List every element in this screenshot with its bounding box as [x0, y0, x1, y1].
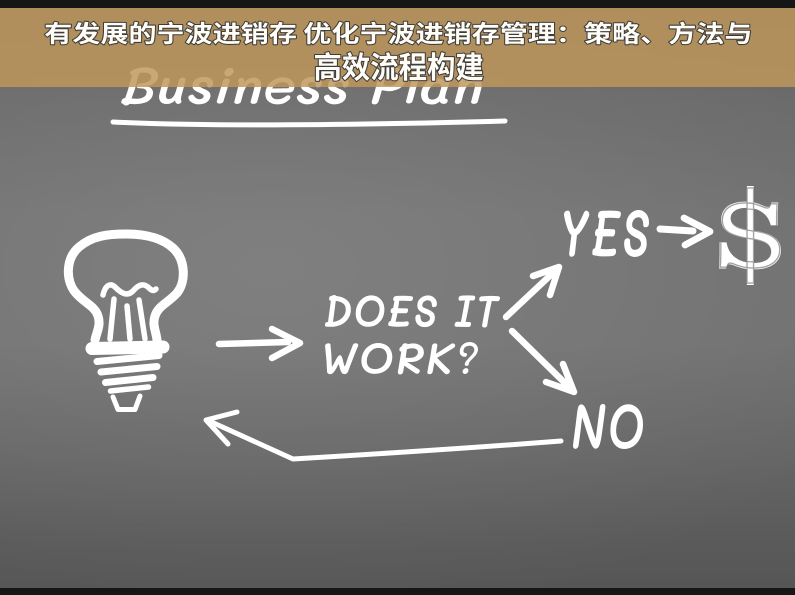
arrow-no-to-idea	[203, 409, 564, 462]
lightbulb-icon	[63, 229, 188, 412]
no-text	[572, 404, 643, 449]
bulb-filament-squiggle	[100, 282, 159, 298]
heading-underline	[110, 118, 508, 128]
arrow-shaft	[508, 327, 574, 392]
arrow-head	[529, 263, 563, 299]
arrow-shaft	[502, 266, 560, 321]
dollar-glyph	[719, 186, 781, 285]
arrow-shaft	[204, 417, 564, 462]
bulb-thread	[93, 352, 163, 365]
bulb-thread	[107, 384, 152, 394]
sketch-labels	[325, 210, 649, 449]
arrow-idea-to-question	[215, 325, 304, 362]
bulb-collar	[85, 340, 170, 355]
bulb-outline	[63, 229, 188, 345]
arrow-head	[268, 325, 304, 362]
arrow-shaft	[215, 338, 292, 348]
arrow-head	[542, 360, 578, 396]
question-line-2-text	[325, 342, 478, 375]
dollar-sign	[719, 186, 781, 285]
flow-arrows	[203, 214, 714, 462]
arrow-question-to-no	[508, 327, 578, 396]
bulb-filament-wire	[107, 296, 117, 342]
arrow-shaft	[656, 225, 697, 235]
bulb-tip	[110, 393, 143, 412]
arrow-head	[203, 409, 240, 447]
question-line-1-text	[325, 295, 500, 328]
top-bar	[0, 0, 795, 8]
bottom-bar	[0, 588, 795, 595]
title-text	[43, 20, 752, 83]
arrow-yes-to-dollar	[656, 214, 714, 249]
bulb-thread	[102, 374, 157, 386]
title-line-2	[313, 50, 485, 83]
bulb-thread	[97, 363, 161, 376]
yes-text	[564, 210, 649, 257]
bulb-filament-wire	[136, 297, 148, 342]
arrow-head	[680, 214, 714, 249]
title-line-1	[43, 20, 752, 46]
bulb-filament-wire	[124, 303, 133, 342]
arrow-question-to-yes	[502, 263, 563, 321]
